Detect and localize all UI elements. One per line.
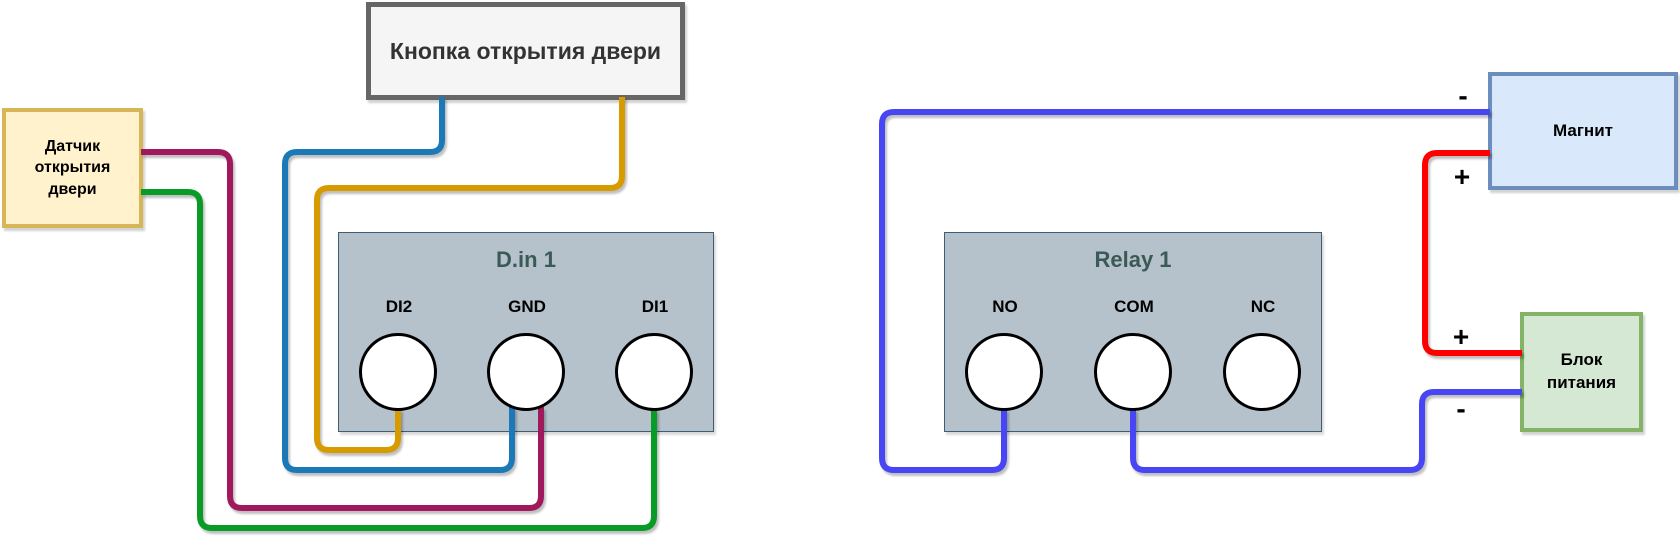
din1-terminal-circle-gnd	[487, 333, 565, 411]
power-minus-label: -	[1456, 393, 1466, 424]
din1-terminal-label-di2: DI2	[385, 297, 413, 316]
magnet-minus-label: -	[1458, 80, 1468, 111]
relay1-terminal-label-com: COM	[1114, 297, 1154, 316]
door-sensor-box: Датчик открытия двери	[2, 108, 143, 228]
door-open-button-box: Кнопка открытия двери	[366, 2, 685, 100]
relay1-terminal-circle-nc	[1223, 333, 1301, 411]
relay1-terminal-label-no: NO	[992, 297, 1018, 316]
magnet-plus-label: +	[1453, 161, 1471, 192]
din1-title: D.in 1	[496, 247, 556, 272]
magnet-label: Магнит	[1553, 121, 1613, 140]
din1-terminal-label-gnd: GND	[508, 297, 546, 316]
power-supply-label: Блок питания	[1546, 350, 1617, 392]
din1-terminal-circle-di2	[359, 333, 437, 411]
relay1-title: Relay 1	[1094, 247, 1172, 272]
din1-terminal-circle-di1	[615, 333, 693, 411]
din1-terminal-label-di1: DI1	[641, 297, 669, 316]
door-sensor-label: Датчик открытия двери	[34, 138, 111, 198]
relay1-terminal-circle-no	[965, 333, 1043, 411]
magnet-box: Магнит	[1488, 72, 1678, 190]
power-supply-box: Блок питания	[1520, 312, 1643, 432]
relay1-terminal-circle-com	[1094, 333, 1172, 411]
relay1-terminal-label-nc: NC	[1250, 297, 1276, 316]
power-plus-label: +	[1452, 321, 1470, 352]
door-open-button-label: Кнопка открытия двери	[389, 37, 662, 64]
